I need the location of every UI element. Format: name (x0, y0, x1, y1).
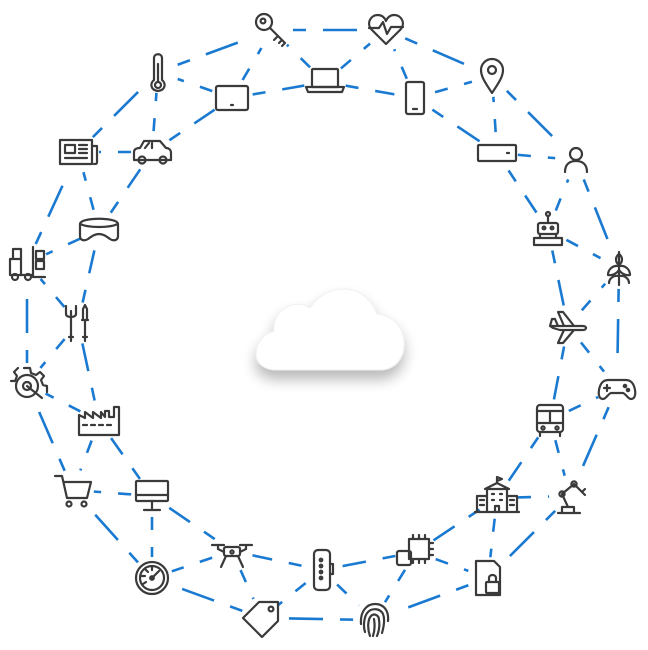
airplane-icon (547, 305, 589, 347)
device-icons (6, 9, 640, 641)
gamepad-icon (596, 367, 638, 409)
robot-icon (527, 209, 569, 251)
wheat-icon (598, 247, 640, 289)
gear-wrench-icon (6, 363, 49, 405)
microchip-icon (395, 531, 437, 573)
speedometer-icon (131, 557, 173, 599)
price-tag-icon (241, 597, 283, 639)
user-icon (555, 139, 597, 181)
vr-headset-icon (78, 209, 120, 251)
desktop-monitor-icon (131, 475, 173, 517)
key-icon (251, 9, 293, 51)
smartphone-icon (394, 77, 436, 119)
sim-card-lock-icon (467, 557, 509, 599)
building-icon (473, 475, 521, 519)
cloud-icon (255, 288, 405, 371)
thermometer-icon (137, 51, 179, 93)
drone-icon (210, 530, 254, 572)
robotic-arm-icon (549, 475, 591, 517)
car-icon (131, 131, 173, 173)
fingerprint-icon (353, 599, 395, 641)
server-icon (476, 132, 518, 174)
newspaper-icon (57, 131, 99, 173)
heart-rate-icon (365, 9, 407, 51)
laptop-icon (304, 61, 346, 103)
location-pin-icon (471, 55, 513, 97)
factory-icon (77, 400, 121, 442)
forklift-icon (6, 242, 48, 284)
tablet-icon (211, 77, 253, 119)
smart-lock-icon (301, 548, 343, 592)
tools-icon (57, 302, 99, 344)
shopping-cart-icon (52, 469, 94, 511)
bus-icon (529, 399, 571, 441)
